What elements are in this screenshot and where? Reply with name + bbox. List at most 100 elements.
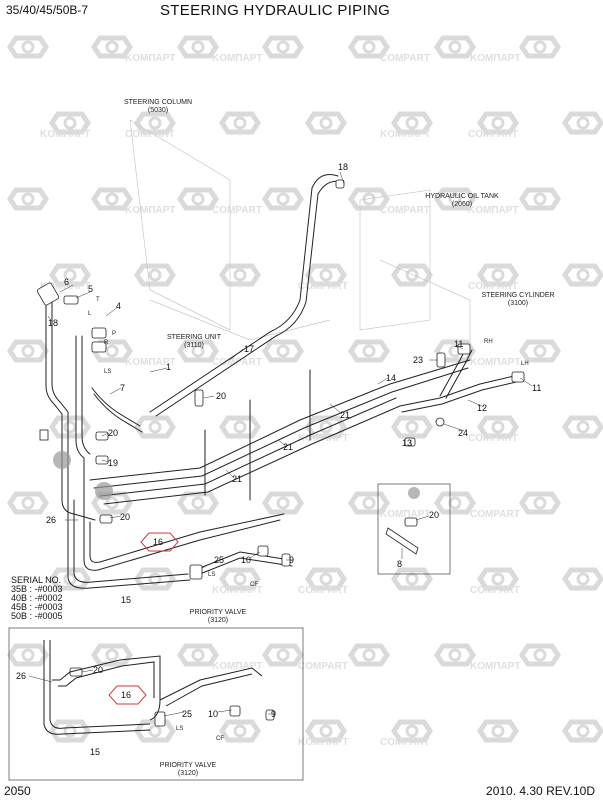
callout-dot [95,482,113,500]
label-steering-cylinder-code: (3100) [508,300,528,307]
watermark-text: KOMПAPT [470,53,521,64]
part-number: 1 [166,362,171,372]
part-number: 26 [46,515,56,525]
serial-row: 45B : -#0003 [11,602,63,612]
watermark-text: KOMПAPT [40,129,91,140]
part-number: 13 [402,438,412,448]
part-number: 15 [90,747,100,757]
hydraulic-pipes [45,174,517,589]
part-callouts: 18 6 5 4 18 17 1 7 20 20 19 14 23 11 11 … [16,162,541,757]
detail-box-serial [8,627,304,781]
fitting-20d [404,517,418,527]
clamp-part-8 [385,527,419,555]
watermark-text: COMPART [380,53,430,64]
watermark-text: KOMПAPT [125,53,176,64]
part-number: 25 [182,709,192,719]
part-number: 20 [108,428,118,438]
part-number: 23 [413,355,423,365]
label-priority-valve-bottom: PRIORITY VALVE [160,762,217,769]
part-number: 10 [208,709,218,719]
part-number: 18 [338,162,348,172]
page-title: STEERING HYDRAULIC PIPING [160,2,391,19]
callout-dot [408,487,420,499]
watermark-text: KOMПAPT [380,509,431,520]
watermark-text: COMPART [468,129,518,140]
watermark-text: COMPART [298,281,348,292]
model-number: 35/40/45/50B-7 [6,3,89,17]
label-hydraulic-oil-tank-code: (2060) [452,201,472,208]
watermark-text: KOMПAPT [125,357,176,368]
label-steering-unit-code: (3110) [184,342,204,349]
port-label-ls: LS [176,726,183,732]
part-number: 25 [214,555,224,565]
watermark-text: COMPART [125,129,175,140]
watermark-pattern: KOMПAPT COMPART KOMПAPT COMPART KOMПAPT … [10,38,601,748]
watermark-text: COMPART [380,737,430,748]
leader-lines [28,171,533,717]
watermark-text: KOMПAPT [468,205,519,216]
page-number: 2050 [4,784,31,798]
part-number: 10 [241,555,251,565]
port-label-cf: CF [250,582,258,588]
detail-box-clamp [377,483,451,575]
part-number: 5 [88,284,93,294]
label-steering-column-code: (5030) [148,107,168,114]
serial-row: 50B : -#0005 [11,611,63,621]
fitting-10a [257,545,269,557]
fitting-13 [404,437,416,447]
label-priority-valve-top: PRIORITY VALVE [190,609,247,616]
watermark-text: KOMПAPT [212,53,263,64]
hex-marker-16 [140,532,179,552]
part-number: 4 [116,301,121,311]
part-number: 16 [153,537,163,547]
watermark-text: COMPART [468,281,518,292]
component-labels: STEERING COLUMN (5030) HYDRAULIC OIL TAN… [124,99,555,777]
part-number: 9 [271,709,276,719]
part-number: 14 [386,373,396,383]
fitting-24 [435,417,445,427]
watermark-text: KOMПAPT [380,129,431,140]
watermark-text: KOMПAPT [298,737,349,748]
part-number: 18 [48,318,58,328]
fitting-10b [229,705,241,717]
watermark-text: KOMПAPT [470,357,521,368]
fitting-r [91,341,107,353]
fitting-p [91,327,107,339]
fitting-9b [265,709,275,721]
part-number: 20 [93,665,103,675]
machine-frame-ghost [129,119,471,350]
fitting-23 [436,352,446,368]
fitting-25a [189,564,203,580]
serial-title: SERIAL NO. [11,575,62,585]
fitting-25b [154,711,166,727]
serial-row: 35B : -#0003 [11,584,63,594]
part-number: 17 [244,344,254,354]
part-number: 6 [64,277,69,287]
fitting-11a [457,343,471,355]
port-labels: T L P R LS RH LH LS CF LS CF [88,297,529,742]
watermark-text: COMPART [470,585,520,596]
part-number: 20 [120,512,130,522]
part-number: 21 [283,442,293,452]
part-number: 16 [121,690,131,700]
part-number: 20 [216,391,226,401]
part-number: 11 [454,339,463,349]
fitting-18 [335,179,345,189]
part-number: 21 [340,410,350,420]
watermark-text: COMPART [380,205,430,216]
watermark-text: COMPART [212,205,262,216]
watermark-text: KOMПAPT [212,585,263,596]
watermark-text: COMPART [468,433,518,444]
part-number: 11 [532,383,541,393]
watermark-text: KOMПAPT [298,433,349,444]
label-steering-column: STEERING COLUMN [124,99,192,106]
fitting-6 [36,282,60,306]
part-number: 19 [108,458,118,468]
port-label-cf: CF [216,736,224,742]
label-hydraulic-oil-tank: HYDRAULIC OIL TANK [425,193,499,200]
fittings [36,179,525,727]
fitting-11b [511,371,525,383]
label-priority-valve-top-code: (3120) [208,617,228,624]
watermark-text: KOMПAPT [40,281,91,292]
